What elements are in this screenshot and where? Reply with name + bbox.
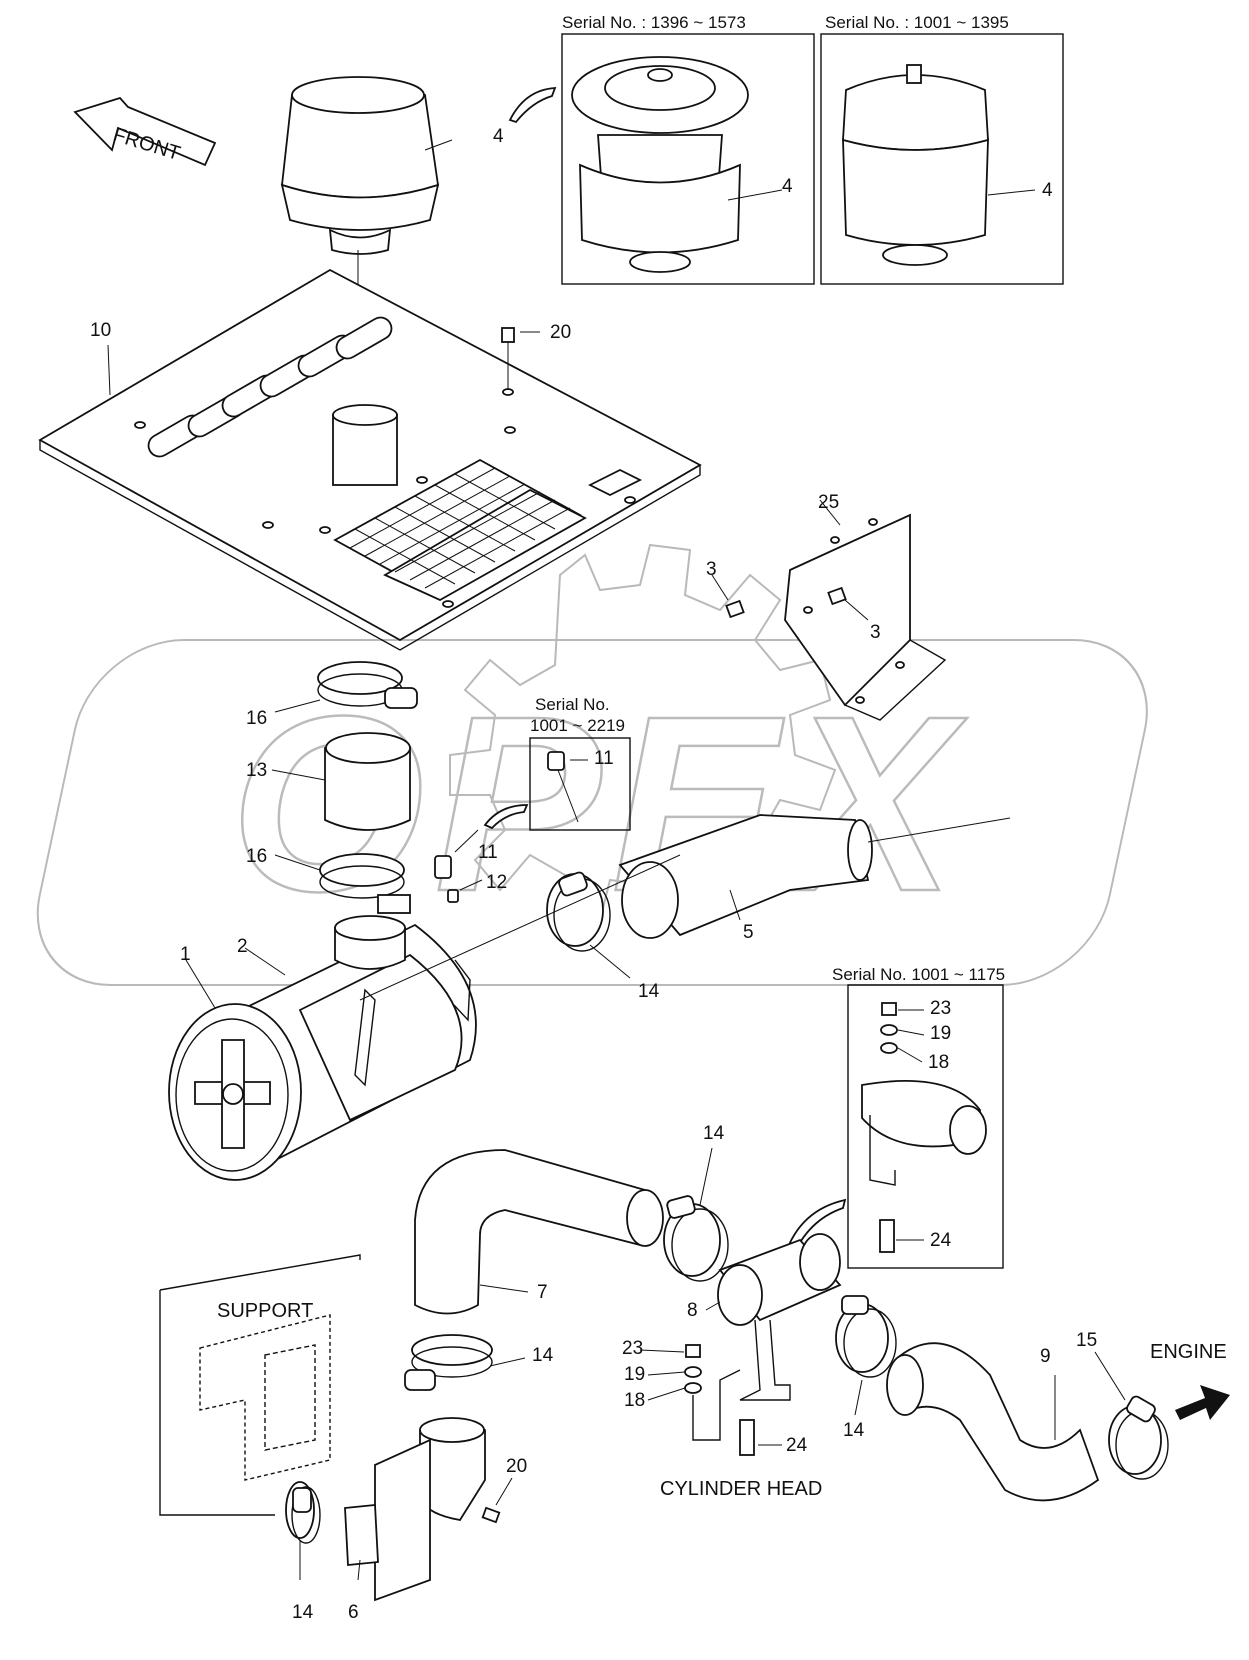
hose-13 — [324, 732, 411, 831]
clamp-14-right — [835, 1295, 897, 1378]
clamp-16-lower — [319, 853, 411, 914]
part-label-25: 25 — [818, 492, 839, 513]
part-label-20-bottom: 20 — [506, 1456, 527, 1477]
sensor-11 — [434, 829, 479, 879]
detail-box-1396-1573: Serial No. : 1396 ~ 1573 — [561, 13, 815, 285]
watermark-band — [36, 639, 1148, 986]
tube-8 — [717, 1233, 842, 1456]
bolt-3-left — [711, 574, 745, 619]
leader-lines — [107, 139, 1126, 1581]
air-cleaner-body — [168, 915, 477, 1181]
clamp-14-elbow — [663, 1195, 729, 1282]
fitting-12 — [447, 879, 483, 903]
mesh-pattern — [349, 467, 571, 589]
hood-panel — [38, 268, 702, 651]
bracket-header: Serial No. 1001 ~ 1175 — [832, 965, 1005, 984]
support-plate — [159, 1254, 361, 1516]
part-label-19: 19 — [624, 1364, 645, 1385]
bracket-25 — [784, 513, 947, 721]
precleaner-cap — [280, 76, 440, 395]
part-label-11: 11 — [478, 842, 498, 863]
cylinder-head-hardware — [684, 1344, 741, 1441]
part-label-14-bottom: 14 — [292, 1602, 314, 1623]
cylinder-head-label: CYLINDER HEAD — [660, 1478, 822, 1500]
part-label-14-lower: 14 — [532, 1345, 554, 1366]
detail-box-1001-1395: Serial No. : 1001 ~ 1395 — [820, 13, 1064, 285]
hose-9 — [886, 1342, 1100, 1502]
part-label-1: 1 — [180, 944, 191, 965]
part-label-24-detail: 24 — [930, 1230, 952, 1251]
part-label-3-left: 3 — [706, 559, 717, 580]
part-label-20-top: 20 — [550, 322, 571, 343]
detail-box-sensor: Serial No. 1001 ~ 2219 — [529, 695, 631, 831]
part-label-23: 23 — [622, 1338, 643, 1359]
part-label-3-right: 3 — [870, 622, 881, 643]
part-labels: 4 4 4 10 20 25 3 3 16 13 11 16 11 12 5 1… — [90, 126, 1097, 1623]
elbow-6 — [344, 1417, 486, 1602]
engine-label: ENGINE — [1150, 1341, 1227, 1363]
part-label-12: 12 — [486, 872, 507, 893]
part-label-16-lower: 16 — [246, 846, 267, 867]
part-label-4-detail-left: 4 — [782, 176, 793, 197]
clamp-16-upper — [317, 661, 418, 709]
detail-header-1001-1395: Serial No. : 1001 ~ 1395 — [825, 13, 1009, 32]
clamp-14-mid — [546, 871, 611, 952]
part-label-14-elbow: 14 — [703, 1123, 725, 1144]
part-label-18-detail: 18 — [928, 1052, 949, 1073]
detail-arrow-top — [508, 87, 557, 124]
detail-arrow-sensor — [483, 804, 529, 830]
clamp-14-lower — [404, 1334, 493, 1391]
part-label-10: 10 — [90, 320, 111, 341]
part-label-24: 24 — [786, 1435, 808, 1456]
clamp-14-bottom — [285, 1481, 321, 1544]
part-label-18: 18 — [624, 1390, 645, 1411]
part-label-4-main: 4 — [493, 126, 504, 147]
bolt-20-bottom — [481, 1477, 513, 1524]
part-label-5: 5 — [743, 922, 754, 943]
part-label-16-upper: 16 — [246, 708, 267, 729]
part-label-7: 7 — [537, 1282, 548, 1303]
part-label-13: 13 — [246, 760, 267, 781]
detail-box-bracket: Serial No. 1001 ~ 1175 — [832, 965, 1005, 1269]
engine-arrow — [1175, 1385, 1230, 1420]
part-label-14-right: 14 — [843, 1420, 865, 1441]
intake-duct-5 — [618, 814, 1011, 939]
part-label-8: 8 — [687, 1300, 698, 1321]
part-label-6: 6 — [348, 1602, 359, 1623]
part-label-19-detail: 19 — [930, 1023, 951, 1044]
part-label-4-detail-right: 4 — [1042, 180, 1053, 201]
bolt-20-top — [501, 327, 540, 390]
part-label-23-detail: 23 — [930, 998, 951, 1019]
clamp-15 — [1108, 1395, 1169, 1480]
part-label-14-mid: 14 — [638, 981, 660, 1002]
detail-header-1396-1573: Serial No. : 1396 ~ 1573 — [562, 13, 746, 32]
sensor-header-line2: 1001 ~ 2219 — [530, 716, 625, 735]
part-label-9: 9 — [1040, 1346, 1051, 1367]
elbow-hose-7 — [414, 1149, 664, 1315]
part-label-15: 15 — [1076, 1330, 1097, 1351]
support-label: SUPPORT — [217, 1300, 313, 1322]
part-label-2: 2 — [237, 936, 248, 957]
front-arrow: FRONT — [73, 96, 217, 167]
part-label-11-detail: 11 — [594, 748, 614, 769]
sensor-header-line1: Serial No. — [535, 695, 610, 714]
bolt-3-right — [827, 586, 869, 621]
